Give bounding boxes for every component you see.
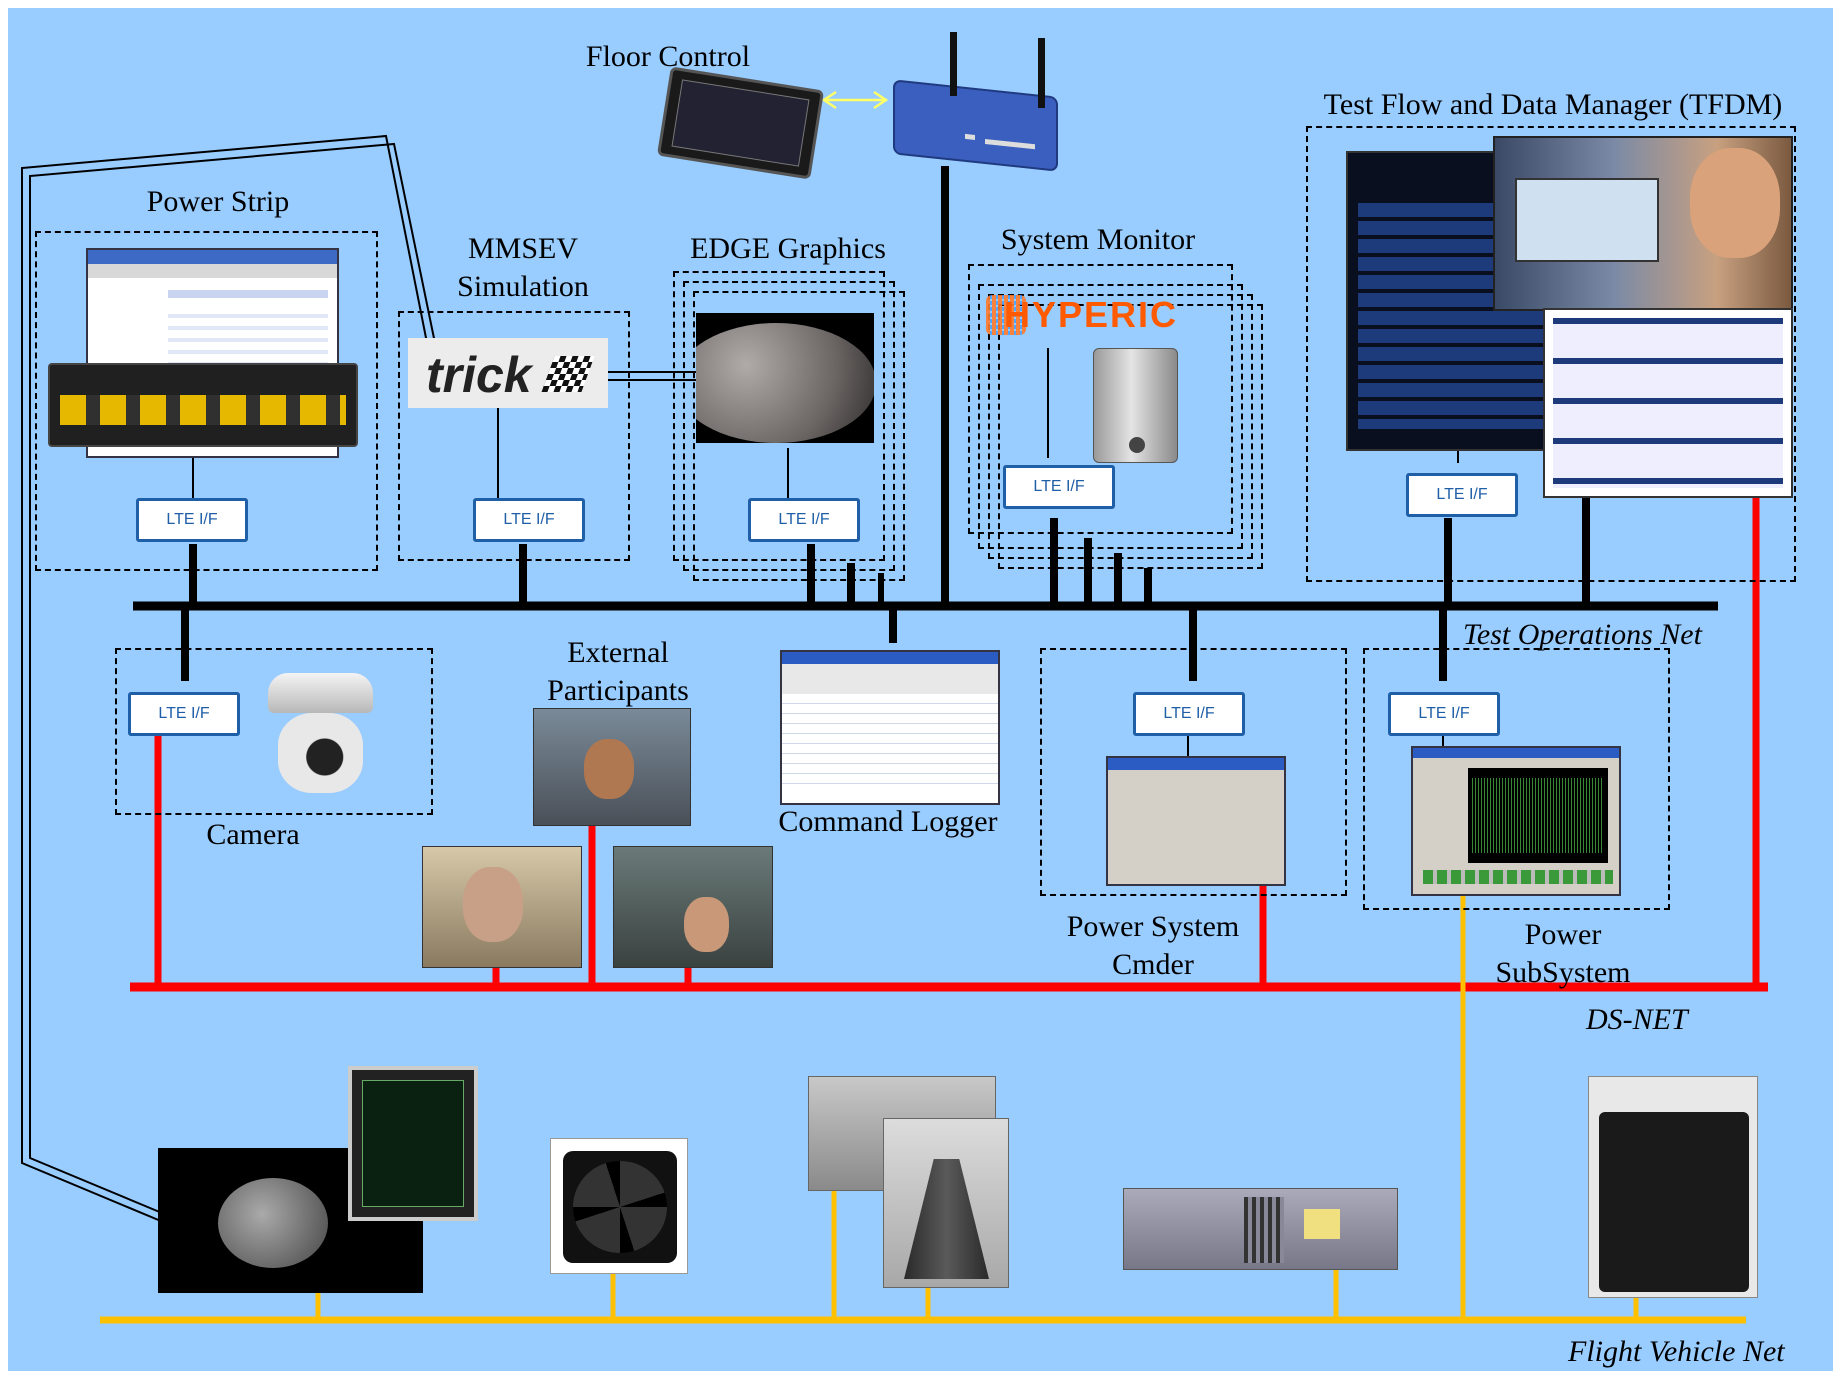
lte-if-label: LTE I/F	[1033, 478, 1085, 495]
edge-label: EDGE Graphics	[690, 232, 886, 265]
monitor-group-back-1	[978, 284, 1243, 549]
lte-if-label: LTE I/F	[1418, 705, 1470, 722]
tfdm-label: Test Flow and Data Manager (TFDM)	[1323, 88, 1783, 121]
lte-if-label: LTE I/F	[158, 705, 210, 722]
power-cmder-label: Power System Cmder	[1066, 910, 1240, 981]
lte-if-tfdm: LTE I/F	[1406, 473, 1518, 517]
command-logger-screenshot	[780, 650, 1000, 805]
edge-group-back-2	[693, 291, 905, 581]
fan-image	[550, 1138, 688, 1274]
edge-group	[673, 271, 885, 561]
lte-if-label: LTE I/F	[503, 511, 555, 528]
camera-image	[263, 673, 378, 798]
router-antenna-left	[950, 32, 957, 96]
camera-label: Camera	[206, 818, 300, 851]
network-lines	[21, 90, 1768, 1324]
test-ops-net-label: Test Operations Net	[1463, 618, 1702, 651]
lte-if-label: LTE I/F	[1163, 705, 1215, 722]
participant-photo-1	[533, 708, 691, 826]
cmder-group	[1040, 648, 1347, 896]
participant-photo-2	[422, 846, 582, 968]
lte-if-monitor: LTE I/F	[1003, 465, 1115, 509]
mmsev-group	[398, 311, 630, 561]
trick-logo-text: trick	[426, 347, 532, 403]
monitor-group-back-3	[998, 304, 1263, 569]
floor-control-label: Floor Control	[585, 40, 751, 73]
flight-vehicle-net-label: Flight Vehicle Net	[1568, 1335, 1785, 1368]
lte-if-subsystem: LTE I/F	[1388, 692, 1500, 736]
edge-group-back-1	[683, 281, 895, 571]
lte-if-mmsev: LTE I/F	[473, 498, 585, 542]
trick-logo: trick	[408, 338, 608, 408]
flight-cabinet-image	[1588, 1076, 1758, 1298]
lte-if-label: LTE I/F	[166, 511, 218, 528]
tfdm-test-flow-screenshot	[1543, 308, 1793, 498]
tfdm-group	[1306, 126, 1796, 582]
router-antenna-right	[1038, 38, 1045, 108]
electronics-rack-image	[1123, 1188, 1398, 1270]
lte-if-edge: LTE I/F	[748, 498, 860, 542]
asteroid-image	[696, 313, 874, 443]
monitor-group	[968, 264, 1233, 534]
nozzle-image	[883, 1118, 1009, 1288]
camera-group	[115, 648, 433, 815]
monitor-group-back-2	[988, 294, 1253, 559]
external-participants-label: External Participants	[547, 636, 689, 707]
power-strip-label: Power Strip	[146, 185, 290, 218]
diagram-canvas: trick HYPERIC LTE I/F LTE I/F LTE I/F	[8, 8, 1833, 1371]
ds-net-label: DS-NET	[1586, 1003, 1688, 1036]
power-strip-group	[35, 231, 378, 571]
lte-if-label: LTE I/F	[778, 511, 830, 528]
power-subsystem-screenshot	[1411, 746, 1621, 896]
power-cmder-screenshot	[1106, 756, 1286, 886]
lte-if-power-strip: LTE I/F	[136, 498, 248, 542]
lte-if-cmder: LTE I/F	[1133, 692, 1245, 736]
tfdm-operator-photo	[1493, 136, 1793, 311]
lte-if-label: LTE I/F	[1436, 486, 1488, 503]
cockpit-display-screenshot	[348, 1066, 478, 1221]
system-monitor-label: System Monitor	[1000, 223, 1196, 256]
power-strip-device	[48, 363, 358, 447]
power-subsystem-label: Power SubSystem	[1495, 918, 1631, 989]
subsystem-group	[1363, 648, 1670, 910]
hyperic-logo: HYPERIC	[986, 290, 1216, 340]
mmsev-label: MMSEV Simulation	[457, 232, 589, 303]
trick-to-flight-graphics-link-a	[21, 134, 429, 1225]
server-image	[1093, 348, 1178, 463]
hyperic-logo-text: HYPERIC	[1004, 294, 1179, 335]
trick-to-flight-graphics-link-b	[29, 142, 437, 1219]
command-logger-label: Command Logger	[778, 805, 998, 838]
lte-if-camera: LTE I/F	[128, 692, 240, 736]
participant-photo-3	[613, 846, 773, 968]
